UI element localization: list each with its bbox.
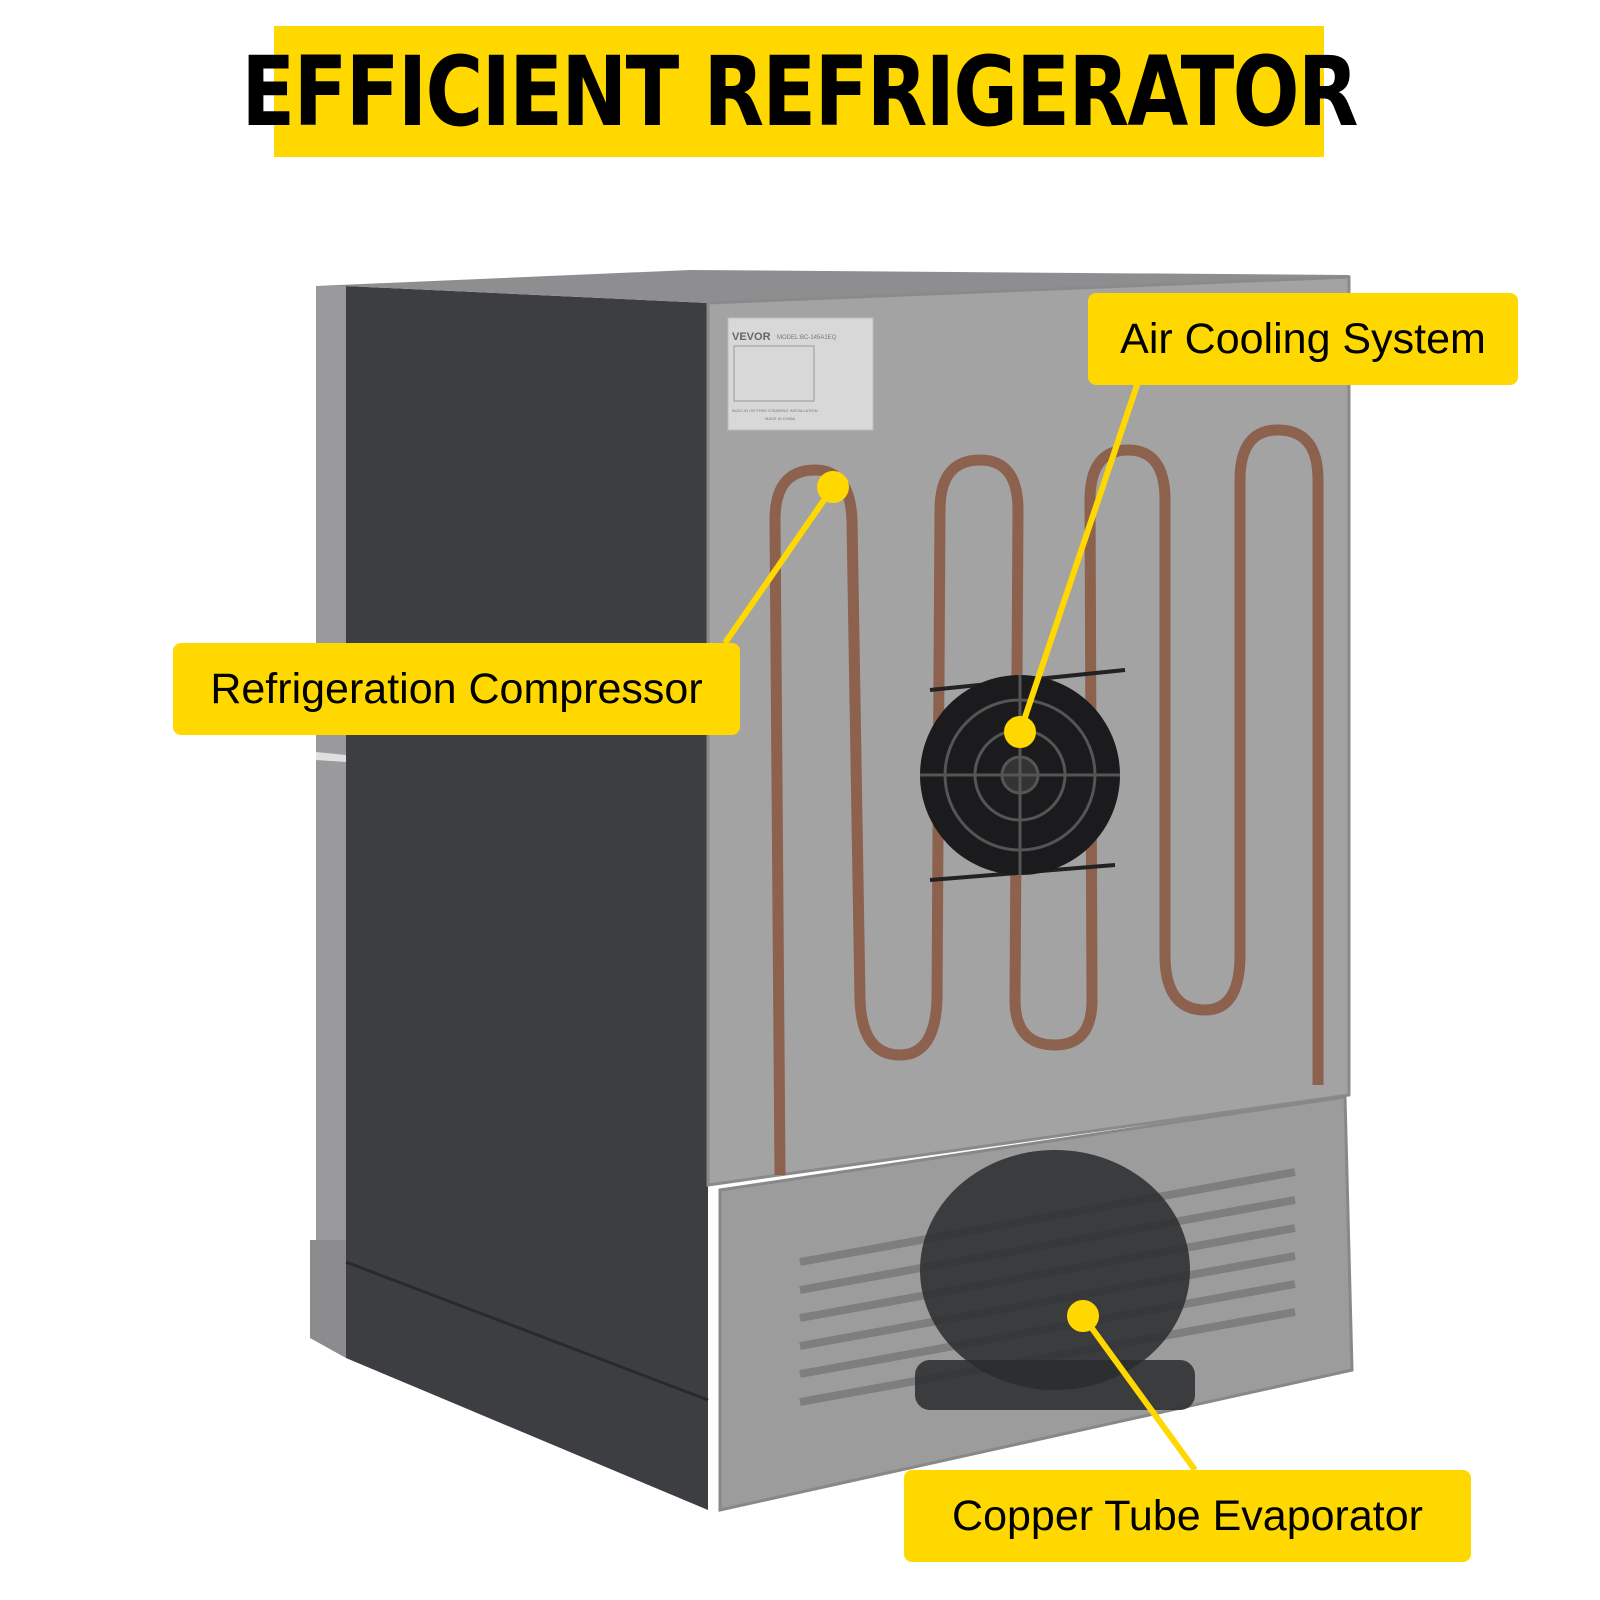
sticker-install: BUILT-IN OR FREE STANDING INSTALLATION bbox=[732, 408, 818, 413]
sticker-brand: VEVOR bbox=[732, 331, 771, 343]
compressor-base bbox=[915, 1360, 1195, 1410]
door-edge bbox=[316, 286, 346, 1240]
copper-coil bbox=[769, 424, 1324, 1176]
callout-label: Refrigeration Compressor bbox=[210, 664, 703, 713]
cabinet-side bbox=[346, 286, 708, 1510]
base-front bbox=[310, 1240, 346, 1358]
leader-lines bbox=[722, 381, 1198, 1472]
door-gap bbox=[316, 752, 346, 762]
spec-sticker: VEVOR MODEL:BC-145A1EQ BUILT-IN OR FREE … bbox=[727, 317, 874, 431]
page-title: EFFICIENT REFRIGERATOR bbox=[241, 35, 1358, 148]
callout-refrigeration-compressor: Refrigeration Compressor bbox=[173, 643, 740, 735]
compressor-body bbox=[920, 1150, 1190, 1390]
side-base-line bbox=[345, 1260, 709, 1402]
callout-copper-tube-evaporator: Copper Tube Evaporator bbox=[904, 1470, 1471, 1562]
title-banner: EFFICIENT REFRIGERATOR bbox=[241, 26, 1358, 157]
sticker-model: MODEL:BC-145A1EQ bbox=[777, 335, 837, 341]
callout-air-cooling-system: Air Cooling System bbox=[1088, 293, 1518, 385]
callout-label: Air Cooling System bbox=[1120, 314, 1486, 363]
fan bbox=[920, 668, 1126, 882]
sticker-origin: MADE IN CHINA bbox=[765, 416, 796, 421]
cabinet-top bbox=[316, 270, 1349, 303]
callout-label: Copper Tube Evaporator bbox=[952, 1491, 1423, 1540]
